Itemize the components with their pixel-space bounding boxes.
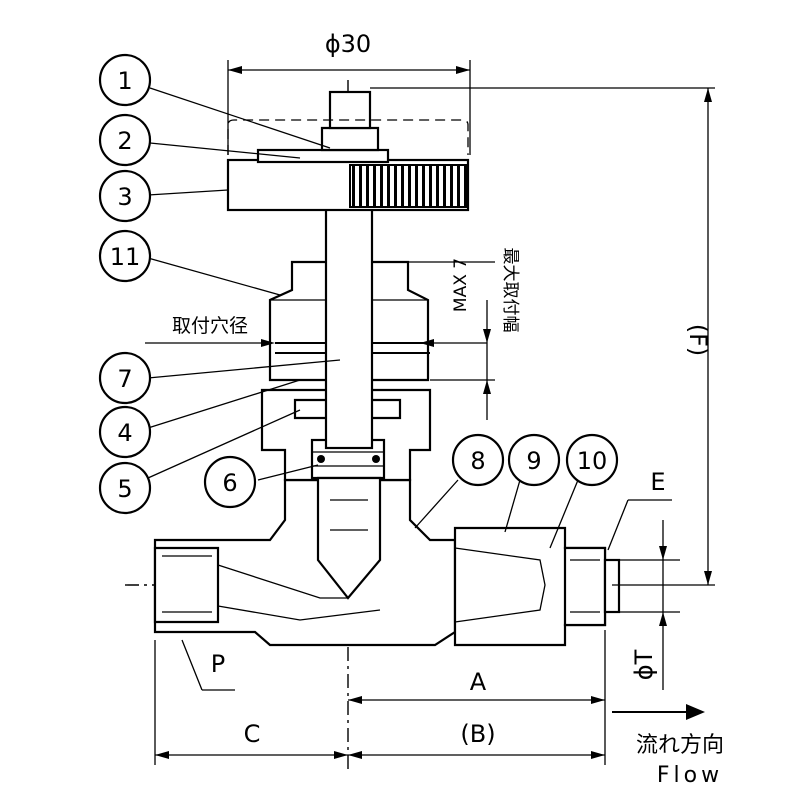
flow-direction-en: Flow	[657, 763, 723, 788]
dim-a-label: A	[470, 668, 487, 696]
svg-text:8: 8	[470, 447, 485, 475]
needle-tip	[316, 476, 382, 600]
balloon-8: 8	[451, 433, 505, 487]
inlet-port	[153, 546, 220, 624]
label-e: E	[650, 468, 665, 496]
stem-nut	[320, 126, 380, 152]
balloon-1: 1	[98, 53, 152, 107]
svg-text:9: 9	[526, 447, 541, 475]
balloon-5: 5	[98, 461, 152, 515]
max-panel-jp-label: 最大取付幅	[500, 248, 520, 333]
balloon-11: 11	[98, 229, 152, 283]
max-panel-label: MAX 7	[451, 258, 471, 312]
svg-text:7: 7	[117, 365, 132, 393]
svg-text:1: 1	[117, 67, 132, 95]
balloon-10: 10	[565, 433, 619, 487]
hole-diameter-label: 取付穴径	[172, 315, 248, 337]
dim-b-label: (B)	[460, 720, 495, 748]
svg-text:3: 3	[117, 183, 132, 211]
outlet-tube-end	[603, 558, 621, 614]
balloon-4: 4	[98, 405, 152, 459]
flow-direction-jp: 流れ方向	[636, 733, 724, 758]
balloon-3: 3	[98, 169, 152, 223]
balloon-7: 7	[98, 351, 152, 405]
svg-text:4: 4	[117, 419, 132, 447]
label-p: P	[211, 650, 225, 678]
balloon-2: 2	[98, 113, 152, 167]
height-f-label: (F)	[684, 324, 712, 357]
svg-text:6: 6	[222, 469, 237, 497]
svg-text:2: 2	[117, 127, 132, 155]
balloon-9: 9	[507, 433, 561, 487]
dim-c-label: C	[244, 720, 261, 748]
svg-text:10: 10	[577, 447, 608, 475]
stem-thread	[328, 90, 372, 130]
svg-text:5: 5	[117, 475, 132, 503]
handle-knurl	[349, 164, 469, 208]
handle-diameter-label: ϕ30	[325, 30, 371, 58]
svg-text:11: 11	[110, 243, 141, 271]
port-diameter-label: ϕT	[630, 649, 658, 680]
balloon-6: 6	[203, 455, 257, 509]
